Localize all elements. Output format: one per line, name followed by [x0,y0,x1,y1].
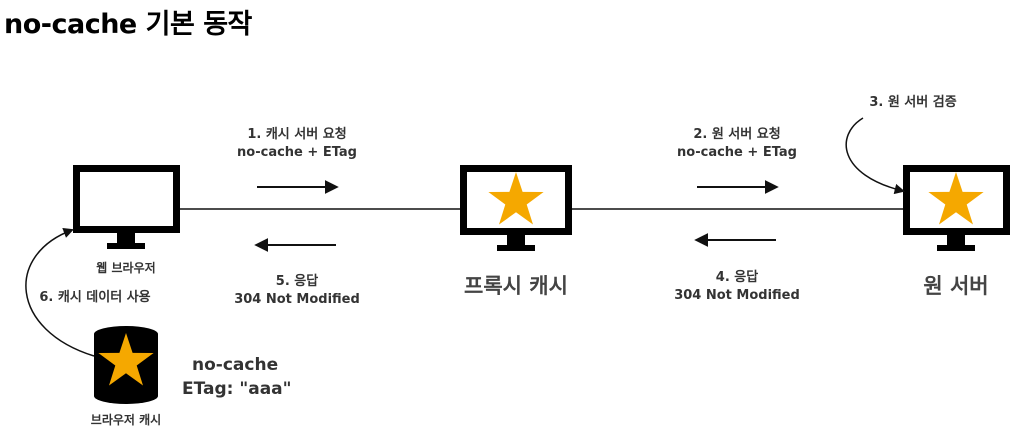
step-1-label: 1. 캐시 서버 요청 no-cache + ETag [237,127,357,161]
browser-cache-label: 브라우저 캐시 [90,413,162,427]
step-6-label: 6. 캐시 데이터 사용 [39,290,151,305]
page-title: no-cache 기본 동작 [4,9,252,40]
proxy-label: 프록시 캐시 [464,274,568,298]
step-5-label: 5. 응답 304 Not Modified [234,274,360,308]
star-icon [928,172,984,225]
proxy-monitor-icon [460,165,572,251]
origin-label: 원 서버 [923,274,989,298]
step-2-label: 2. 원 서버 요청 no-cache + ETag [677,127,797,161]
browser-cache-database-icon [94,326,158,404]
cache-info-label: no-cache ETag: "aaa" [182,355,292,399]
browser-label: 웹 브라우저 [96,261,156,275]
verify-curve-arrow [845,117,906,195]
step-4-label: 4. 응답 304 Not Modified [674,270,800,304]
star-icon [98,333,154,386]
origin-monitor-icon [903,165,1010,251]
use-cache-curve-arrow [25,228,95,357]
step-3-label: 3. 원 서버 검증 [869,95,957,110]
star-icon [488,172,544,225]
browser-monitor-icon [73,165,180,249]
